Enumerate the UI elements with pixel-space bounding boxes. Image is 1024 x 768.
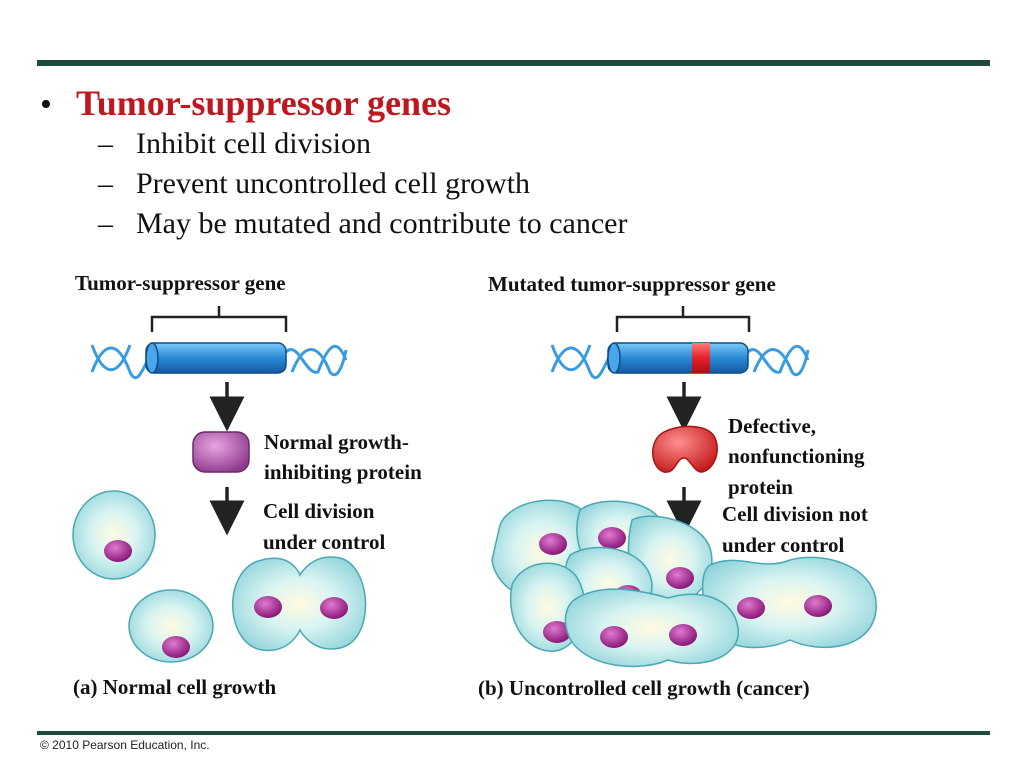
copyright-footer: © 2010 Pearson Education, Inc. bbox=[40, 738, 210, 752]
nucleus-icon bbox=[737, 597, 765, 619]
dash-icon: – bbox=[98, 207, 113, 240]
gene-cylinder bbox=[607, 342, 749, 374]
normal-gene-diagram bbox=[90, 306, 348, 536]
nucleus-icon bbox=[669, 624, 697, 646]
nucleus-icon bbox=[254, 596, 282, 618]
bullet-list: • Tumor-suppressor genes – Inhibit cell … bbox=[40, 82, 627, 244]
nucleus-icon bbox=[539, 533, 567, 555]
nucleus-icon bbox=[320, 597, 348, 619]
defective-protein-label-line3: protein bbox=[728, 475, 793, 499]
sub-bullet: – May be mutated and contribute to cance… bbox=[98, 204, 627, 244]
defective-protein-label-line1: Defective, bbox=[728, 414, 817, 438]
dividing-cell-icon bbox=[232, 556, 367, 652]
sub-bullet: – Inhibit cell division bbox=[98, 124, 627, 164]
dash-icon: – bbox=[98, 127, 113, 160]
gene-bracket bbox=[150, 306, 288, 332]
cell-icon bbox=[128, 589, 214, 663]
cancer-growth-caption: (b) Uncontrolled cell growth (cancer) bbox=[478, 676, 810, 700]
sub-bullet-text: May be mutated and contribute to cancer bbox=[136, 207, 628, 240]
dna-helix-icon bbox=[550, 344, 810, 380]
normal-protein-icon bbox=[192, 431, 250, 473]
top-rule bbox=[37, 60, 990, 66]
normal-division-label-line2: under control bbox=[263, 530, 386, 554]
bottom-rule bbox=[37, 731, 990, 735]
slide-heading: Tumor-suppressor genes bbox=[76, 83, 452, 123]
sub-bullet-text: Prevent uncontrolled cell growth bbox=[136, 167, 531, 200]
nucleus-icon bbox=[104, 540, 132, 562]
normal-cells bbox=[72, 490, 367, 663]
normal-growth-caption: (a) Normal cell growth bbox=[73, 675, 277, 699]
dividing-cell-icon bbox=[564, 588, 739, 668]
dash-icon: – bbox=[98, 167, 113, 200]
nucleus-icon bbox=[162, 636, 190, 658]
nucleus-icon bbox=[543, 621, 571, 643]
bullet-heading-row: • Tumor-suppressor genes bbox=[40, 82, 627, 124]
mutated-gene-label: Mutated tumor-suppressor gene bbox=[488, 272, 776, 296]
gene-bracket bbox=[615, 306, 751, 332]
uncontrolled-division-label-line2: under control bbox=[722, 533, 845, 557]
nucleus-icon bbox=[600, 626, 628, 648]
mutated-gene-diagram bbox=[550, 306, 810, 536]
sub-bullet-text: Inhibit cell division bbox=[136, 127, 371, 160]
gene-cylinder bbox=[145, 342, 287, 374]
normal-protein-label-line2: inhibiting protein bbox=[264, 460, 422, 484]
cell-icon bbox=[72, 490, 156, 580]
defective-protein-label-line2: nonfunctioning bbox=[728, 444, 865, 468]
normal-division-label-line1: Cell division bbox=[263, 499, 375, 523]
normal-protein-label-line1: Normal growth- bbox=[264, 430, 409, 454]
normal-gene-label: Tumor-suppressor gene bbox=[75, 271, 286, 295]
bullet-dot-icon: • bbox=[40, 86, 52, 123]
uncontrolled-division-label-line1: Cell division not bbox=[722, 502, 868, 526]
defective-protein-icon bbox=[652, 425, 718, 473]
sub-bullet: – Prevent uncontrolled cell growth bbox=[98, 164, 627, 204]
nucleus-icon bbox=[598, 527, 626, 549]
nucleus-icon bbox=[804, 595, 832, 617]
mutation-marker bbox=[692, 343, 710, 373]
nucleus-icon bbox=[666, 567, 694, 589]
cancer-cells bbox=[491, 499, 877, 668]
